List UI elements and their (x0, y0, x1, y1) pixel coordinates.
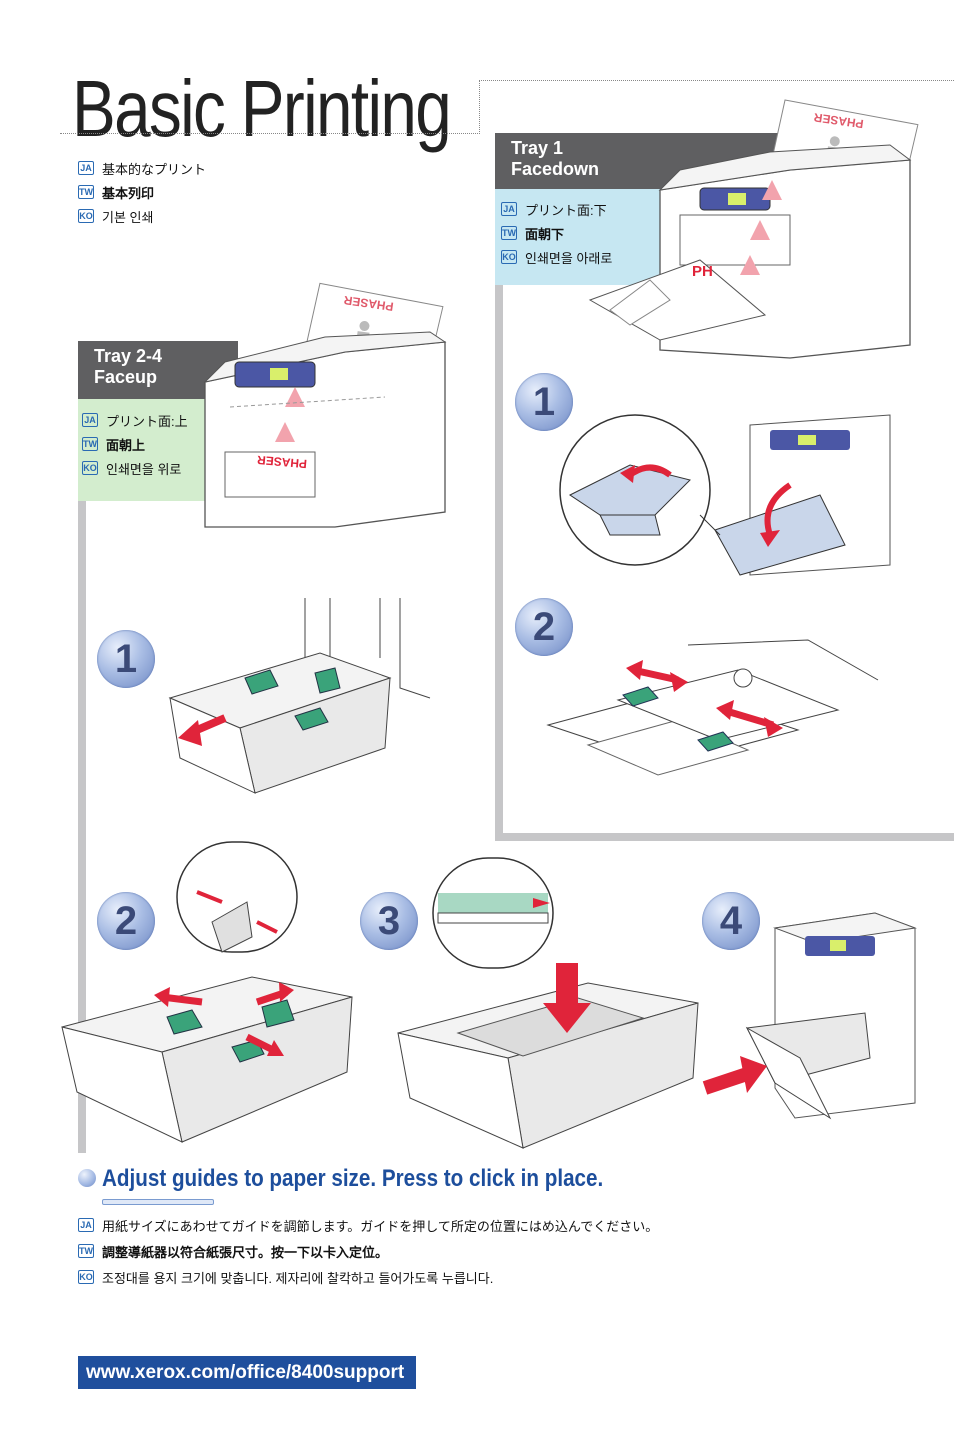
lang-tag: TW (82, 437, 98, 451)
translation-text: プリント面:下 (525, 202, 607, 218)
tray1-top-divider (479, 80, 954, 81)
tray24-printer-illustration: PHASER PHASER (203, 282, 447, 528)
lower-arrow-icon (764, 482, 792, 536)
lang-tag: TW (78, 185, 94, 199)
tray24-step-1-number: 1 (97, 630, 155, 688)
lang-tag: KO (78, 209, 94, 223)
svg-text:PHASER: PHASER (256, 453, 307, 471)
tray24-translation-tw: TW 面朝上 (82, 432, 258, 456)
tray1-translation-tw: TW 面朝下 (501, 221, 705, 245)
translation-text: 基本列印 (102, 185, 155, 201)
support-url-link[interactable]: www.xerox.com/office/8400support (78, 1356, 416, 1389)
tray1-heading-line2: Facedown (511, 159, 600, 179)
adjust-heading: Adjust guides to paper size. Press to cl… (102, 1165, 604, 1192)
tray24-step-4-number: 4 (702, 892, 760, 950)
svg-text:PH: PH (692, 263, 713, 280)
tray24-heading-line2: Faceup (94, 367, 158, 387)
printer-label-text: PHASER (813, 110, 865, 131)
lang-tag: JA (82, 413, 98, 427)
tray24-step-1-illustration (168, 598, 431, 794)
lang-tag: TW (501, 226, 517, 240)
lang-tag: JA (78, 161, 94, 175)
adjust-underline (102, 1199, 214, 1205)
adjust-translations: JA 用紙サイズにあわせてガイドを調節します。ガイドを押して所定の位置にはめ込ん… (78, 1212, 658, 1290)
adjust-translation-tw: TW 調整導紙器以符合紙張尺寸。按一下以卡入定位。 (78, 1238, 658, 1264)
tray1-step-1-illustration (559, 414, 891, 576)
tray24-translation-ja: JA プリント面:上 (82, 408, 258, 432)
title-translation-tw: TW 基本列印 (78, 180, 206, 204)
translation-text: 인쇄면을 위로 (106, 461, 182, 477)
tray24-step-3-illustration (397, 857, 699, 1149)
tray1-left-divider (479, 80, 480, 134)
translation-text: プリント面:上 (106, 413, 188, 429)
lang-tag: KO (501, 250, 517, 264)
title-translations: JA 基本的なプリント TW 基本列印 KO 기본 인쇄 (78, 156, 206, 228)
page-title: Basic Printing (72, 64, 452, 153)
lang-tag: KO (82, 461, 98, 475)
title-translation-ko: KO 기본 인쇄 (78, 204, 206, 228)
tray1-heading-line1: Tray 1 (511, 138, 564, 158)
tray1-step-1-number: 1 (515, 373, 573, 431)
printer-label-text: PHASER (343, 293, 395, 314)
tray1-step-2-number: 2 (515, 598, 573, 656)
translation-text: 用紙サイズにあわせてガイドを調節します。ガイドを押して所定の位置にはめ込んでくだ… (102, 1218, 659, 1234)
translation-text: 調整導紙器以符合紙張尺寸。按一下以卡入定位。 (102, 1244, 389, 1260)
tray24-step-2-illustration (61, 841, 353, 1143)
title-divider (60, 133, 480, 134)
tray24-step-4-illustration (702, 912, 917, 1120)
lang-tag: JA (501, 202, 517, 216)
tray24-step-3-number: 3 (360, 892, 418, 950)
tray24-left-bar (78, 501, 86, 1153)
bullet-icon (78, 1169, 96, 1187)
tray1-printer-illustration: PHASER PH (588, 99, 919, 359)
translation-text: 面朝下 (525, 226, 565, 242)
translation-text: 基本的なプリント (102, 161, 207, 177)
tray24-translation-ko: KO 인쇄면을 위로 (82, 456, 258, 480)
lang-tag: TW (78, 1244, 94, 1258)
tray1-translation-ko: KO 인쇄면을 아래로 (501, 245, 705, 269)
title-translation-ja: JA 基本的なプリント (78, 156, 206, 180)
adjust-translation-ko: KO 조정대를 용지 크기에 맞춥니다. 제자리에 찰칵하고 들어가도록 누릅니… (78, 1264, 658, 1290)
translation-text: 기본 인쇄 (102, 209, 154, 225)
tray1-step-2-illustration (546, 639, 879, 776)
translation-text: 面朝上 (106, 437, 146, 453)
translation-text: 인쇄면을 아래로 (525, 250, 613, 266)
tray1-translation-ja: JA プリント面:下 (501, 197, 705, 221)
translation-text: 조정대를 용지 크기에 맞춥니다. 제자리에 찰칵하고 들어가도록 누릅니다. (102, 1270, 494, 1286)
lang-tag: JA (78, 1218, 94, 1232)
adjust-translation-ja: JA 用紙サイズにあわせてガイドを調節します。ガイドを押して所定の位置にはめ込ん… (78, 1212, 658, 1238)
tray24-heading-line1: Tray 2-4 (94, 346, 163, 366)
lang-tag: KO (78, 1270, 94, 1284)
tray24-step-2-number: 2 (97, 892, 155, 950)
